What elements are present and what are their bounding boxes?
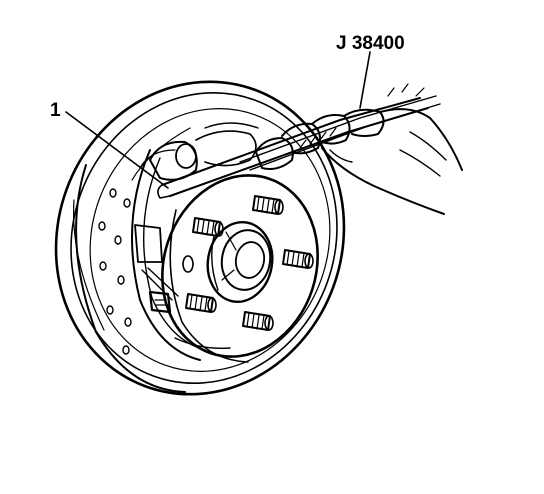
wheel-stud bbox=[282, 249, 314, 269]
part-callout-number: 1 bbox=[50, 100, 61, 121]
wheel-studs bbox=[185, 195, 314, 331]
wheel-stud bbox=[252, 195, 284, 215]
brake-backing-plate bbox=[54, 80, 346, 396]
axle-flange bbox=[161, 174, 319, 363]
hub-center bbox=[206, 221, 274, 303]
wheel-stud bbox=[242, 311, 274, 331]
wheel-stud bbox=[185, 293, 217, 313]
lining-rivets bbox=[98, 188, 132, 355]
spring-tool bbox=[157, 95, 441, 199]
tool-leader-line bbox=[359, 51, 371, 109]
part-leader-line bbox=[65, 111, 169, 189]
tool-callout-label: J 38400 bbox=[336, 33, 405, 54]
wheel-cylinder bbox=[139, 122, 259, 181]
hand bbox=[255, 83, 463, 215]
wheel-stud bbox=[192, 217, 224, 237]
